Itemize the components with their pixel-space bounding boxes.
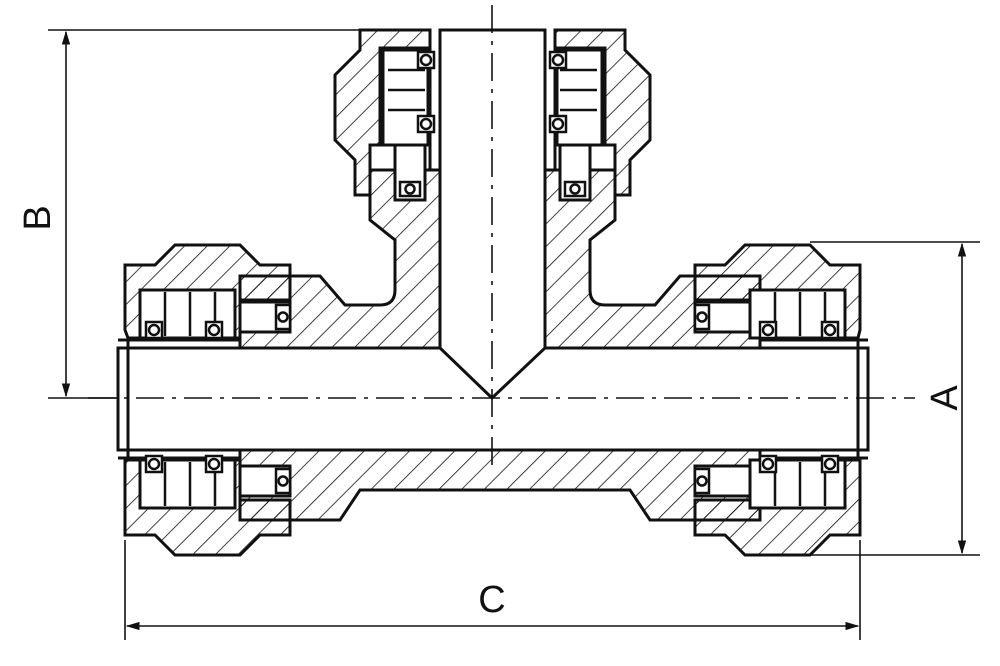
right-nut <box>693 243 862 557</box>
dimension-b <box>48 29 360 399</box>
dimension-c <box>124 540 861 640</box>
dimension-a <box>810 241 980 556</box>
o-rings <box>144 50 840 495</box>
center-lines <box>88 5 915 470</box>
dimension-c-label: C <box>478 579 505 621</box>
dimension-a-label: A <box>924 385 966 411</box>
dimension-b-label: B <box>17 205 59 230</box>
